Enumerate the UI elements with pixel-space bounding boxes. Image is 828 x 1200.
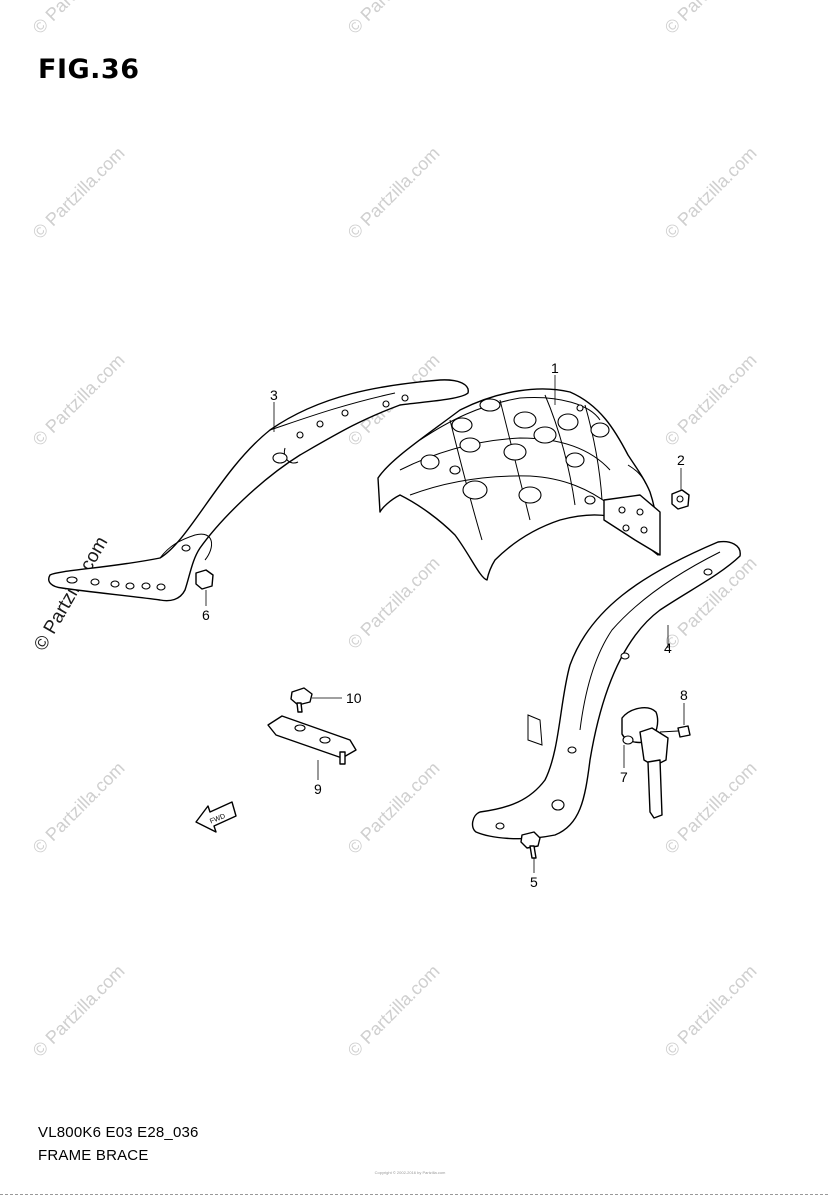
callouts: 1 2 3 4 5 6 7 8 9 10 — [202, 360, 688, 890]
callout-6: 6 — [202, 607, 210, 623]
figure-code: VL800K6 E03 E28_036 — [38, 1124, 199, 1141]
part-1-carrier — [377, 388, 661, 581]
callout-2: 2 — [677, 452, 685, 468]
callout-3: 3 — [270, 387, 278, 403]
part-5-bolt — [520, 831, 541, 859]
figure-title: FIG.36 — [38, 54, 140, 85]
watermark: © Partzilla.com — [344, 143, 444, 243]
callout-4: 4 — [664, 640, 672, 656]
callout-5: 5 — [530, 874, 538, 890]
figure-name: FRAME BRACE — [38, 1147, 149, 1164]
watermark: © Partzilla.com — [344, 0, 444, 38]
part-6-nut — [195, 569, 214, 590]
callout-leaders — [205, 375, 685, 873]
watermark-prominent: © Partzilla.com — [30, 533, 112, 654]
callout-1: 1 — [551, 360, 559, 376]
bottom-divider — [0, 1194, 828, 1195]
copyright-note: Copyright © 2002-2016 by Partzilla.com — [374, 1170, 446, 1175]
watermark: © Partzilla.com — [29, 350, 129, 450]
part-9-plate — [267, 715, 357, 765]
watermark: © Partzilla.com — [661, 758, 761, 858]
callout-8: 8 — [680, 687, 688, 703]
watermark: © Partzilla.com — [344, 758, 444, 858]
part-8-screw — [659, 725, 691, 738]
part-2-nut — [671, 489, 690, 510]
watermark: © Partzilla.com — [661, 350, 761, 450]
watermark: © Partzilla.com — [29, 961, 129, 1061]
fwd-arrow-icon: FWD — [195, 801, 237, 833]
part-4-right-brace — [471, 540, 741, 840]
callout-7: 7 — [620, 769, 628, 785]
part-10-bolt — [290, 687, 313, 713]
watermark: © Partzilla.com — [661, 0, 761, 38]
callout-10: 10 — [346, 690, 362, 706]
watermark: © Partzilla.com — [29, 143, 129, 243]
part-3-left-brace — [48, 379, 469, 602]
watermark: © Partzilla.com — [661, 961, 761, 1061]
watermark: © Partzilla.com — [29, 758, 129, 858]
watermark: © Partzilla.com — [344, 553, 444, 653]
watermark: © Partzilla.com — [29, 0, 129, 38]
watermark: © Partzilla.com — [661, 143, 761, 243]
callout-9: 9 — [314, 781, 322, 797]
part-7-helmet-lock — [621, 707, 669, 819]
watermark: © Partzilla.com — [344, 961, 444, 1061]
